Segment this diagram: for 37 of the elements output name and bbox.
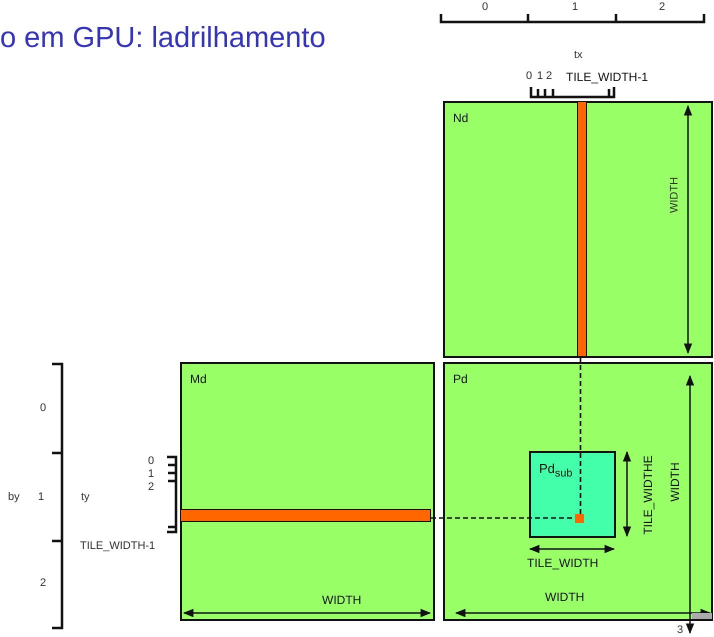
index-label: 1	[38, 492, 44, 503]
matrix-box	[443, 101, 713, 358]
matrix-box	[443, 362, 713, 621]
index-label: 1	[572, 2, 578, 13]
dimension-label: WIDTH	[670, 176, 680, 214]
title: o em GPU: ladrilhamento	[0, 22, 326, 55]
index-label: 0	[40, 403, 46, 414]
dashed-connector	[580, 357, 582, 514]
index-label: 2	[546, 71, 552, 82]
matrix-box	[180, 362, 435, 621]
index-label: 0	[148, 456, 154, 467]
index-label: 1	[148, 469, 154, 480]
index-label: 3	[677, 625, 684, 636]
index-label: TILE_WIDTH-1	[566, 71, 648, 83]
row-strip	[180, 509, 431, 522]
index-label: 2	[148, 482, 154, 493]
tile-box	[529, 451, 616, 538]
index-label: ty	[81, 492, 90, 503]
matrix-name: Nd	[453, 111, 468, 125]
matrix-name: Pd$_{sub}$	[539, 461, 572, 480]
dashed-connector	[431, 517, 575, 519]
index-label: TILE_WIDTH	[527, 557, 598, 569]
index-label: by	[8, 492, 20, 503]
index-label: 0	[526, 71, 532, 82]
index-label: WIDTH	[545, 591, 584, 603]
element-square	[575, 514, 584, 523]
index-label: 2	[40, 578, 46, 589]
matrix-name: Md	[190, 372, 207, 386]
matrix-name: Pd	[453, 372, 468, 386]
column-strip	[577, 101, 587, 357]
index-label: tx	[574, 50, 583, 61]
index-label: 0	[482, 2, 488, 13]
index-label: 1	[537, 71, 544, 82]
index-label: 2	[659, 2, 666, 13]
index-label: WIDTH	[322, 594, 362, 606]
dimension-label: WIDTH	[669, 462, 681, 502]
dimension-label: TILE_WIDTHE	[642, 455, 654, 535]
